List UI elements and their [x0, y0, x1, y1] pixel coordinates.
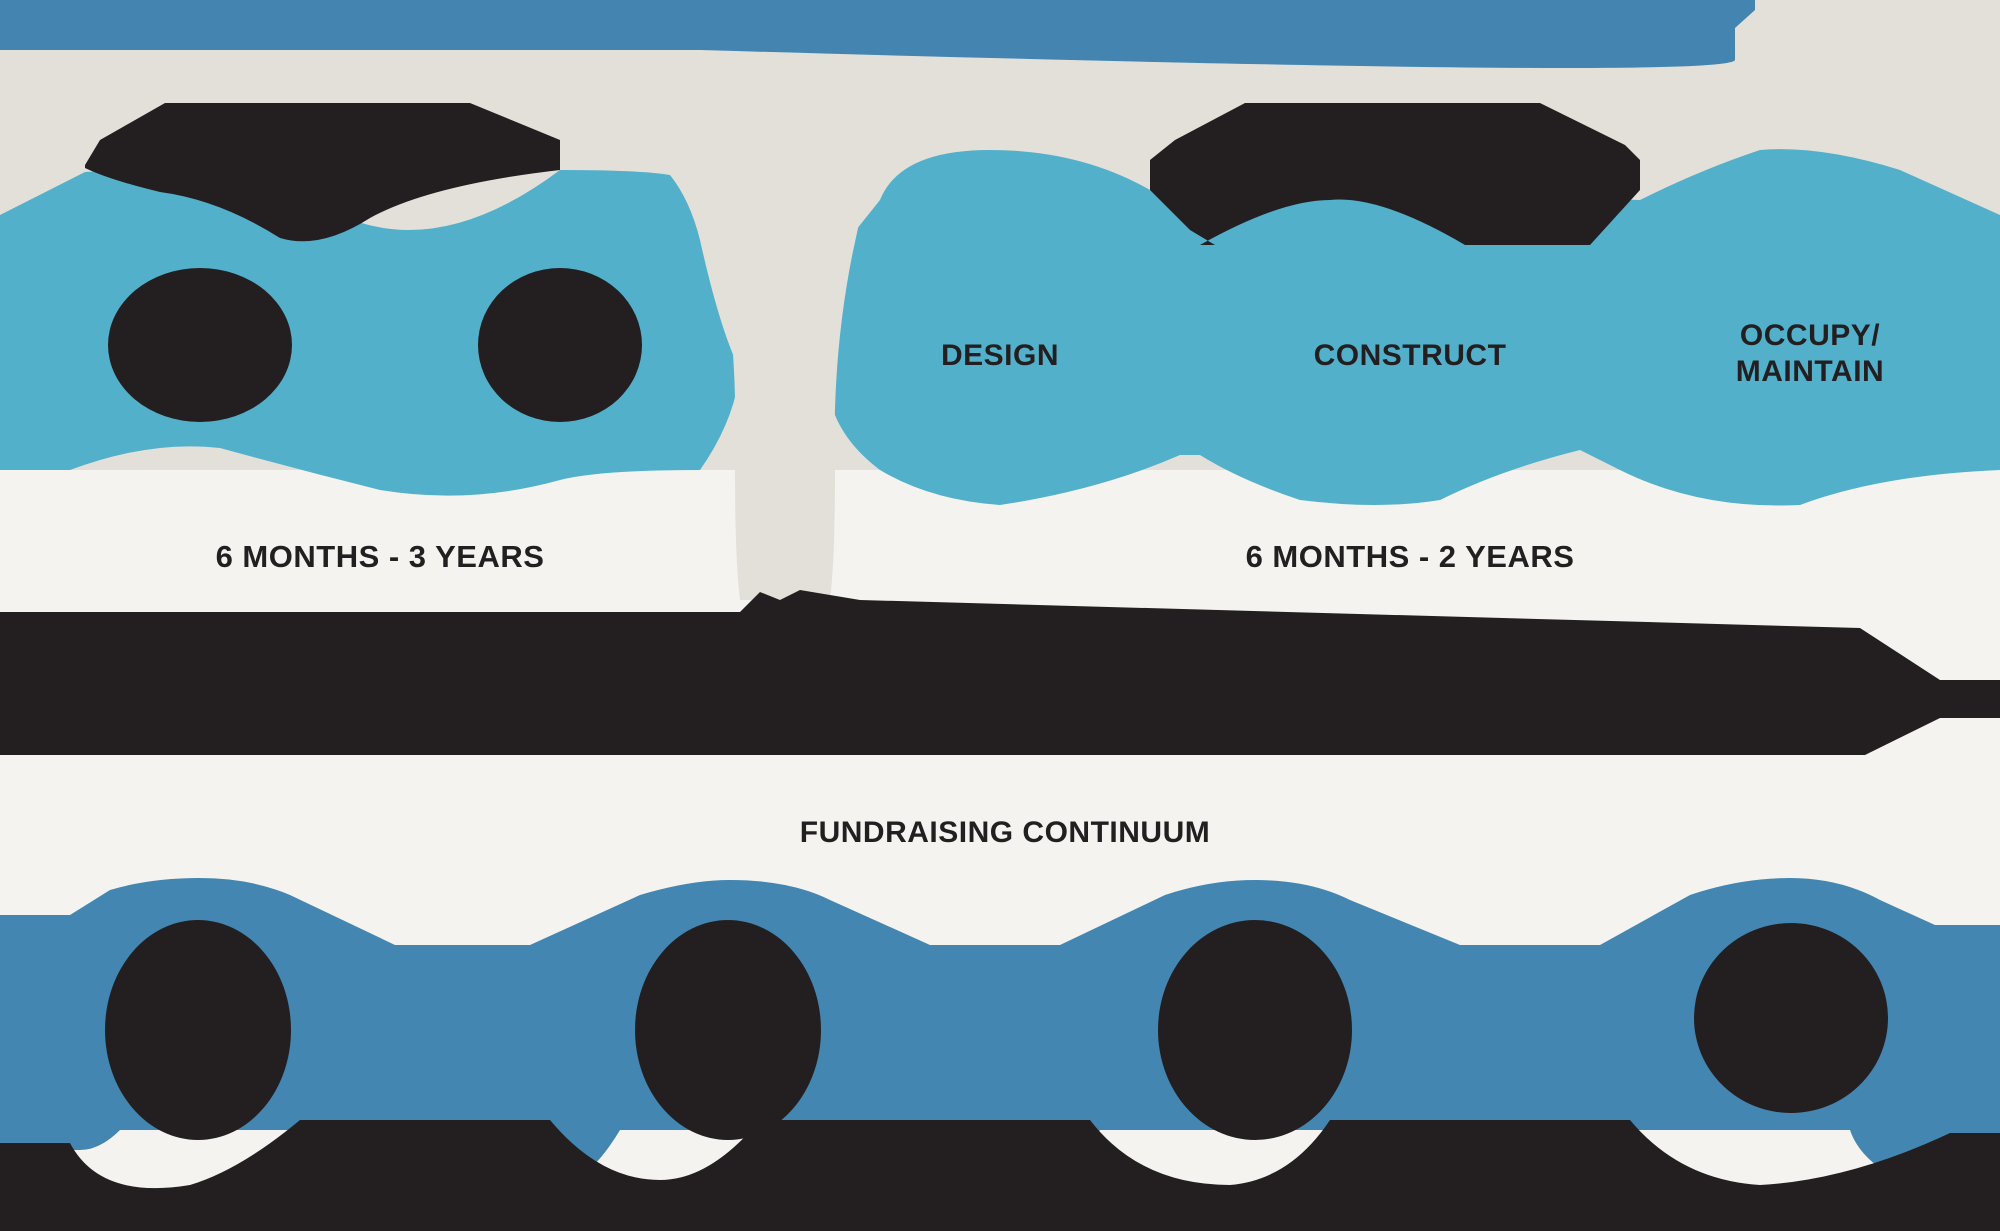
fundraising-band — [0, 878, 2000, 1187]
description-banner — [0, 590, 2000, 755]
fundraising-continuum-title: FUNDRAISING CONTINUUM — [799, 816, 1211, 849]
phase-connector — [700, 150, 880, 600]
pre-development-duration: 6 MONTHS - 3 YEARS — [215, 539, 545, 574]
development-heading-redaction — [1150, 103, 1640, 245]
fundraising-stage-2-redaction — [635, 920, 821, 1140]
fundraising-stage-1-redaction — [105, 920, 291, 1140]
step-occupy-line: OCCUPY/ — [1739, 319, 1881, 352]
fundraising-stage-4-redaction — [1694, 923, 1888, 1113]
step-maintain-line: MAINTAIN — [1735, 355, 1885, 388]
pre-step-1-redaction — [108, 268, 292, 422]
step-design-label: DESIGN — [940, 339, 1060, 372]
step-construct-label: CONSTRUCT — [1313, 339, 1507, 372]
fundraising-footer-redaction — [0, 1120, 2000, 1231]
header-banner — [0, 0, 1755, 68]
step-occupy-maintain-label: OCCUPY/ MAINTAIN — [1700, 318, 1920, 390]
development-duration: 6 MONTHS - 2 YEARS — [1245, 539, 1575, 574]
pre-step-2-redaction — [478, 268, 642, 422]
fundraising-stage-3-redaction — [1158, 920, 1352, 1140]
development-band — [826, 149, 2000, 506]
pre-development-heading-redaction — [85, 103, 560, 242]
